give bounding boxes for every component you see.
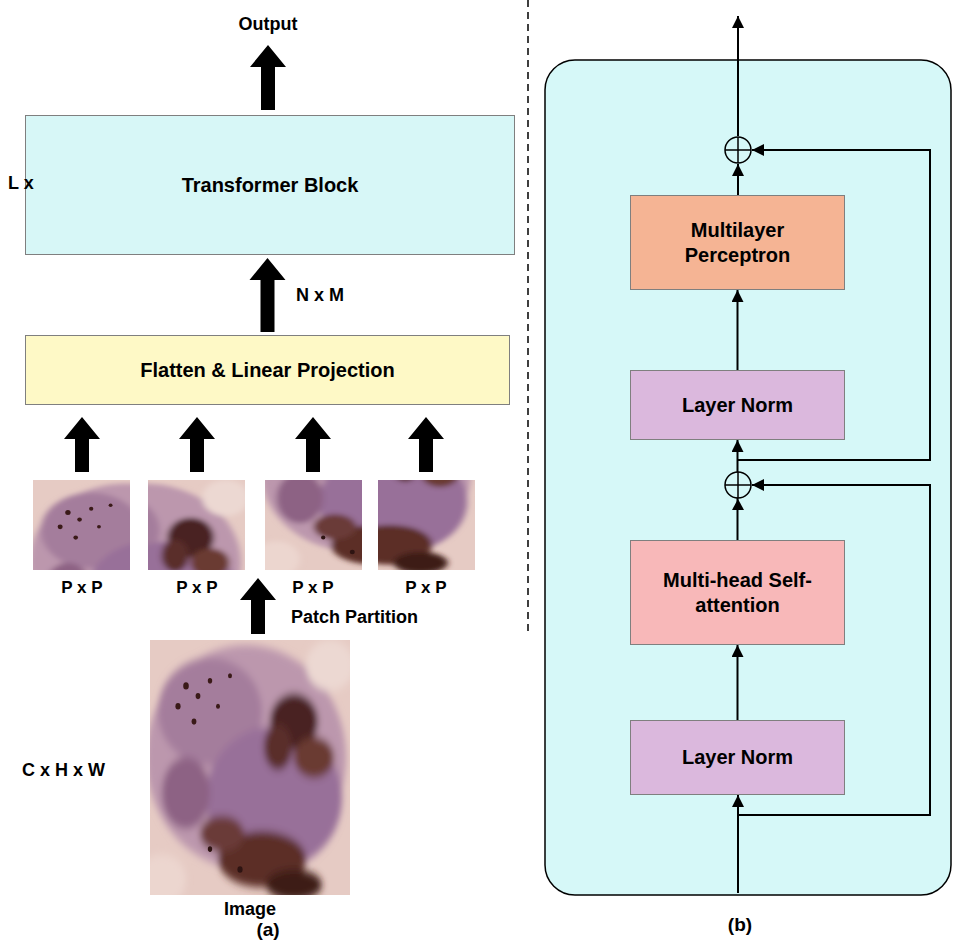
norm-box: Layer Norm — [630, 720, 845, 795]
step-label: Patch Partition — [291, 607, 418, 628]
panel-label: (b) — [728, 914, 752, 936]
flow-arrow — [737, 290, 739, 370]
image-patch — [39, 480, 249, 667]
panel-divider — [527, 0, 529, 632]
repeat-label: L x — [8, 173, 34, 194]
image-patch — [39, 480, 249, 667]
block-arrow — [408, 417, 444, 472]
norm-box: Layer Norm — [630, 370, 845, 440]
image-label: Image — [224, 899, 276, 920]
box-text: Layer Norm — [682, 745, 793, 770]
input-image — [138, 640, 354, 905]
transformer-block: Transformer Block — [25, 115, 515, 255]
shape-label: C x H x W — [22, 760, 105, 781]
block-arrow — [250, 258, 286, 332]
box-text: Flatten & Linear Projection — [140, 358, 394, 383]
box-text: Transformer Block — [182, 173, 359, 198]
edge-label: N x M — [296, 285, 344, 306]
patch-size: P x P — [61, 578, 102, 598]
residual-wire — [737, 164, 739, 195]
flow-arrow — [737, 645, 739, 720]
block-arrow — [179, 417, 215, 472]
adder-symbol — [725, 137, 751, 163]
block-arrow — [295, 417, 331, 472]
box-text: Layer Norm — [682, 393, 793, 418]
mlp-box: Multilayer Perceptron — [630, 195, 845, 290]
block-arrow — [250, 45, 286, 110]
adder-symbol — [725, 137, 751, 163]
patch-size: P x P — [405, 578, 446, 598]
patch-size: P x P — [176, 578, 217, 598]
box-text: Multi-head Self-attention — [663, 568, 813, 618]
image-patch — [269, 390, 479, 577]
adder-symbol — [725, 472, 751, 498]
adder-symbol — [737, 137, 739, 163]
image-patch — [269, 390, 479, 577]
residual-wire — [737, 16, 739, 136]
adder-symbol — [725, 472, 751, 510]
output-label: Output — [239, 14, 298, 35]
input-image — [138, 640, 354, 905]
encoder-panel — [545, 60, 951, 895]
attention-box: Multi-head Self-attention — [630, 540, 845, 645]
box-text: Multilayer Perceptron — [663, 218, 813, 268]
residual-wire — [737, 795, 739, 893]
block-arrow — [64, 417, 100, 472]
adder-symbol — [732, 499, 744, 510]
block-arrow — [240, 578, 276, 634]
panel-label: (a) — [256, 919, 279, 941]
projection-box: Flatten & Linear Projection — [25, 335, 510, 405]
patch-size: P x P — [292, 578, 333, 598]
adder-symbol — [737, 472, 739, 498]
